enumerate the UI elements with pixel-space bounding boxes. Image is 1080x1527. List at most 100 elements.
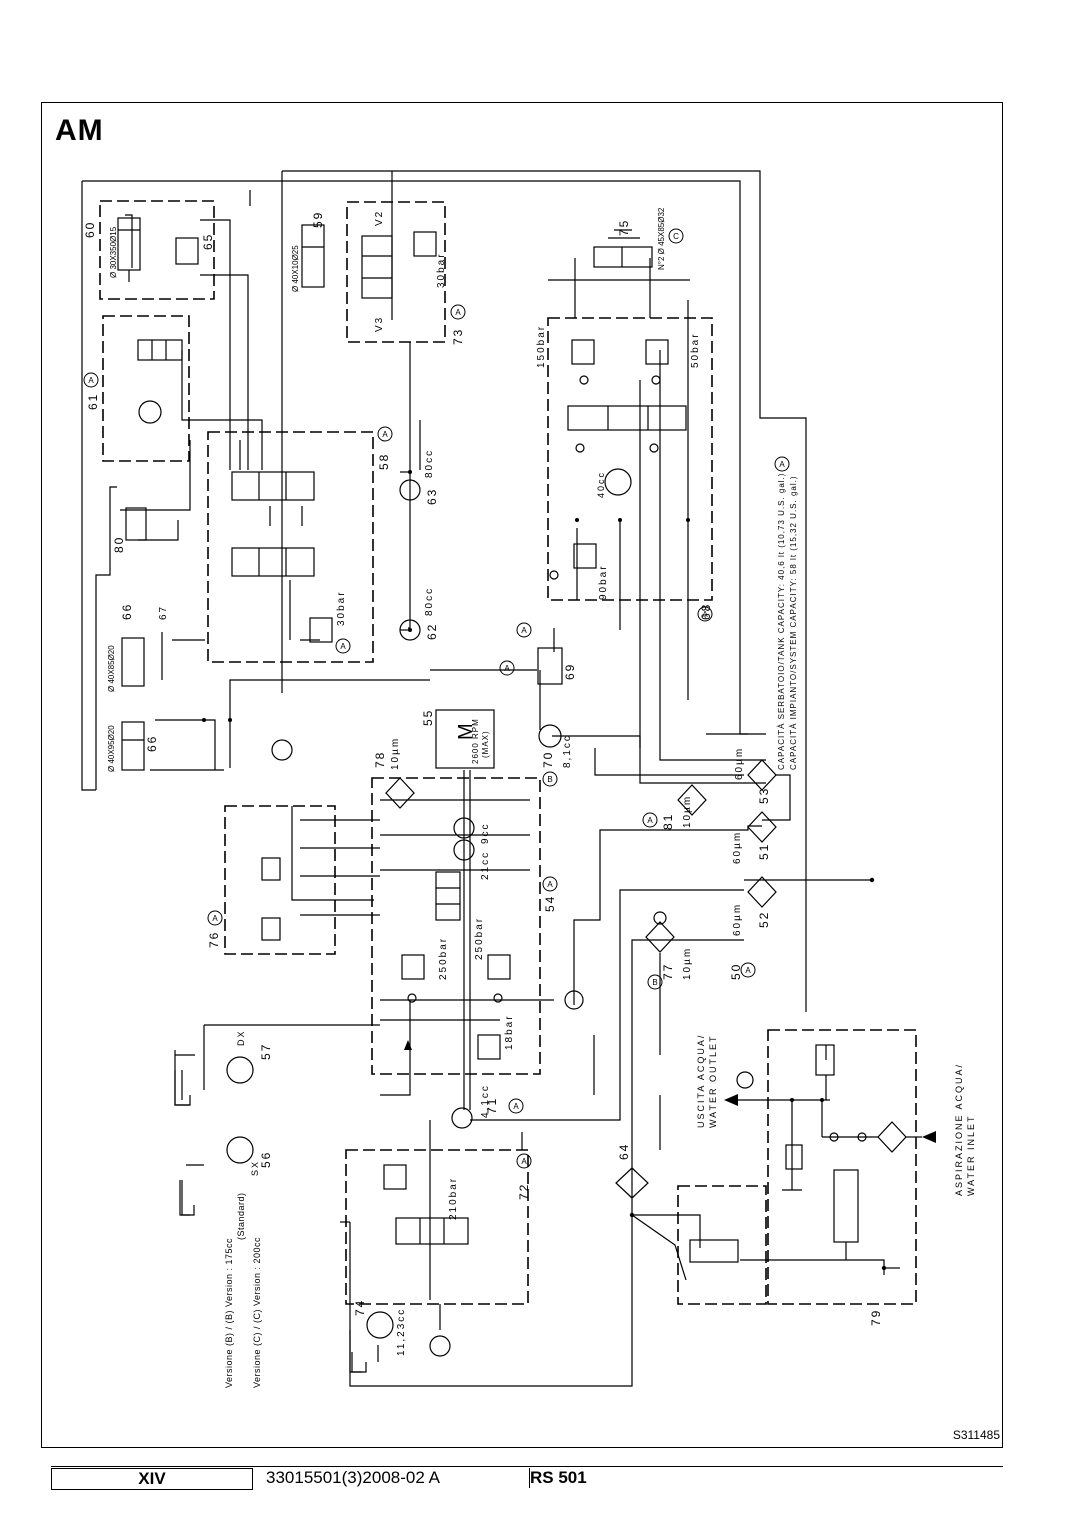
- label-21cc: 21cc: [480, 851, 491, 880]
- drawing-frame: [41, 102, 1003, 1448]
- label-motor-rpm: 2600 RPM: [471, 718, 480, 764]
- label-74: 74: [353, 1299, 367, 1316]
- pumps-motors: [138, 400, 754, 1357]
- page-footer: XIV 33015501(3)2008-02 A RS 501: [51, 1468, 1003, 1490]
- label-72: 72: [517, 1183, 531, 1200]
- label-63: 63: [425, 488, 439, 505]
- version-markers: [83, 228, 790, 1169]
- label-75-spec: N°2 Ø 45X85Ø32: [657, 207, 666, 270]
- label-66-top: 66: [120, 603, 134, 620]
- flow-arrows: [404, 1040, 936, 1143]
- label-water-outlet-en: WATER OUTLET: [708, 1035, 718, 1129]
- label-54: 54: [543, 895, 557, 912]
- svg-text:A: A: [521, 1157, 527, 1166]
- label-64: 64: [617, 1143, 631, 1160]
- label-67: 67: [158, 605, 169, 620]
- label-50: 50: [729, 963, 743, 980]
- label-11-23cc: 11,23cc: [396, 1308, 407, 1356]
- cylinders: [117, 217, 653, 771]
- label-60um-b: 60µm: [732, 831, 743, 864]
- label-sx: SX: [250, 1160, 260, 1176]
- svg-text:A: A: [779, 460, 785, 469]
- svg-text:A: A: [504, 664, 510, 673]
- label-65: 65: [201, 233, 215, 250]
- label-80: 80: [112, 536, 126, 553]
- label-motor-max: (MAX): [481, 730, 490, 758]
- label-60-spec: Ø 30X350Ø15: [109, 226, 118, 278]
- label-75: 75: [617, 219, 631, 236]
- svg-text:A: A: [547, 880, 553, 889]
- label-76: 76: [207, 931, 221, 948]
- label-250bar-a: 250bar: [438, 937, 449, 980]
- label-40cc: 40cc: [596, 471, 606, 498]
- label-70: 70: [541, 751, 555, 768]
- label-53: 53: [757, 787, 771, 804]
- label-71: 71: [485, 1097, 499, 1114]
- label-water-inlet-it: ASPIRAZIONE ACQUA/: [954, 1063, 964, 1196]
- svg-text:A: A: [455, 308, 461, 317]
- svg-text:C: C: [673, 232, 679, 241]
- svg-text:B: B: [652, 978, 657, 987]
- component-boxes: [99, 200, 917, 1305]
- label-30bar-b: 30bar: [336, 590, 347, 626]
- svg-text:A: A: [382, 430, 388, 439]
- label-150bar: 150bar: [536, 325, 547, 368]
- svg-text:A: A: [88, 376, 94, 385]
- label-10um-c: 10µm: [682, 947, 693, 980]
- label-60um-a: 60µm: [734, 747, 745, 780]
- drawing-id: S311485: [952, 1428, 1000, 1442]
- label-80cc-b: 80cc: [424, 587, 435, 616]
- label-59-spec: Ø 40X10Ø25: [291, 245, 300, 292]
- label-60: 60: [83, 221, 97, 238]
- label-78: 78: [373, 751, 387, 768]
- label-water-outlet-it: USCITA ACQUA/: [696, 1034, 706, 1128]
- svg-text:A: A: [702, 610, 708, 619]
- relief-valves: [175, 231, 859, 1243]
- label-68: 68: [699, 603, 713, 620]
- label-4-1cc: 4,1cc: [480, 1084, 491, 1118]
- label-10um-b: 10µm: [682, 795, 693, 828]
- label-66-spec-bottom: Ø 40X95Ø20: [107, 725, 116, 772]
- svg-text:A: A: [340, 642, 346, 651]
- label-66-bottom: 66: [145, 735, 159, 752]
- label-version-standard: (Standard): [236, 1192, 246, 1240]
- label-56: 56: [259, 1151, 273, 1168]
- svg-text:A: A: [513, 1102, 519, 1111]
- label-58: 58: [377, 453, 391, 470]
- label-version-c: Versione (C) / (C) Version : 200cc: [252, 1237, 262, 1388]
- page-code: XIV: [51, 1468, 253, 1490]
- label-tank-capacity: CAPACITÀ SERBATOIO/TANK CAPACITY: 40,6 l…: [777, 473, 786, 770]
- model-name: RS 501: [529, 1468, 730, 1488]
- label-motor: M: [455, 723, 477, 740]
- label-system-capacity: CAPACITÀ IMPIANTO/SYSTEM CAPACITY: 58 lt…: [789, 475, 798, 770]
- label-77: 77: [661, 963, 675, 980]
- filters: [385, 759, 907, 1199]
- label-66-spec-top: Ø 40X85Ø20: [107, 645, 116, 692]
- label-8-1cc: 8,1cc: [562, 734, 573, 768]
- pipes: [81, 170, 900, 1387]
- label-9cc: 9cc: [480, 822, 491, 844]
- document-number: 33015501(3)2008-02 A: [266, 1468, 440, 1487]
- junction-dots: [202, 470, 887, 1271]
- label-18bar: 18bar: [504, 1014, 515, 1050]
- svg-text:A: A: [745, 966, 751, 975]
- svg-text:A: A: [647, 816, 653, 825]
- label-30bar-a: 30bar: [436, 252, 447, 288]
- label-62: 62: [425, 623, 439, 640]
- svg-text:A: A: [521, 626, 527, 635]
- label-60um-c: 60µm: [732, 903, 743, 936]
- svg-text:B: B: [547, 775, 552, 784]
- label-52: 52: [757, 911, 771, 928]
- label-version-b: Versione (B) / (B) Version : 175cc: [224, 1238, 234, 1388]
- label-dx: DX: [236, 1029, 246, 1046]
- label-73: 73: [451, 328, 465, 345]
- directional-valves: [125, 235, 739, 1263]
- component-labels: 60 Ø 30X350Ø15 65 61 59 Ø 40X10Ø25 V2 V3…: [83, 207, 976, 1388]
- label-59: 59: [311, 211, 325, 228]
- section-title: AM: [55, 114, 104, 147]
- label-v2: V2: [374, 210, 385, 226]
- label-water-inlet-en: WATER INLET: [966, 1114, 976, 1196]
- label-81: 81: [661, 813, 675, 830]
- label-79: 79: [869, 1309, 883, 1326]
